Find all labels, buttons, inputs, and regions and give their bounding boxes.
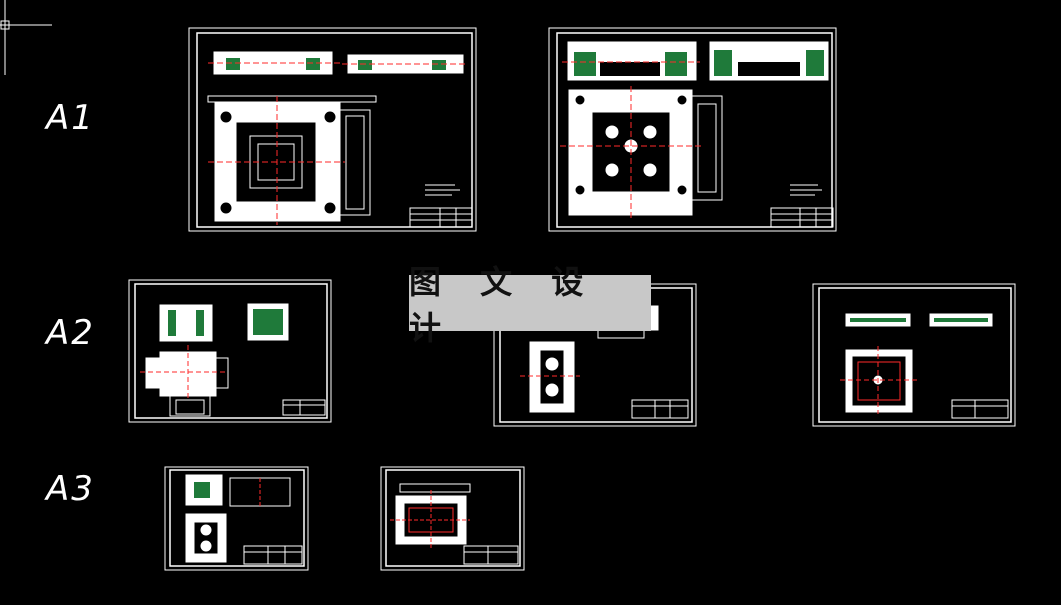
row-label-a3: A3: [46, 469, 95, 509]
drawing-sheet-a2-1[interactable]: [128, 279, 332, 423]
drawing-sheet-a1-1[interactable]: [188, 27, 477, 232]
drawing-sheet-a2-3[interactable]: [812, 283, 1016, 427]
drawing-sheet-a1-2[interactable]: [548, 27, 837, 232]
crosshair-cursor-icon: [0, 0, 52, 75]
watermark-banner: 图 文 设 计: [409, 263, 651, 347]
row-label-a1: A1: [46, 98, 95, 138]
drawing-sheet-a3-2[interactable]: [380, 466, 525, 571]
drawing-sheet-a3-1[interactable]: [164, 466, 309, 571]
row-label-a2: A2: [46, 313, 95, 353]
